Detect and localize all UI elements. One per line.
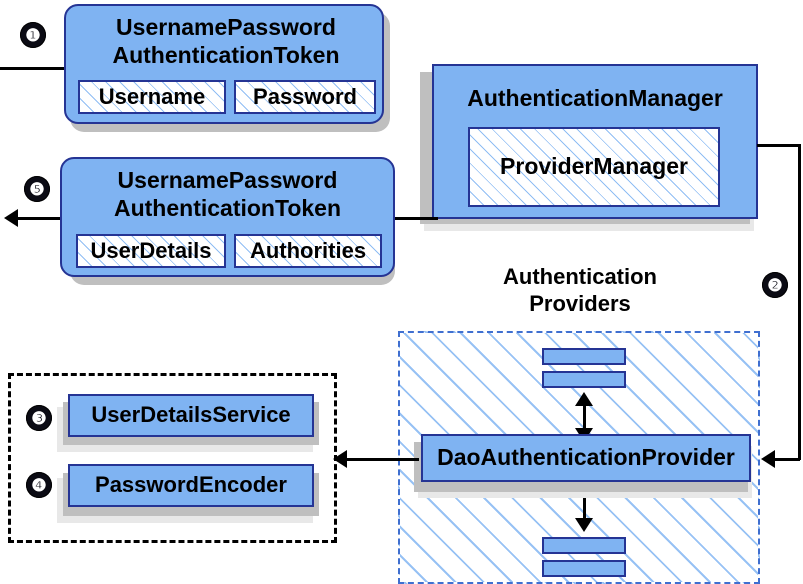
step-marker-3: ❸ xyxy=(26,405,52,431)
arrowhead-provider-stack-top-up xyxy=(575,392,593,406)
connector-provider-to-services xyxy=(347,458,419,461)
step-marker-5: ❺ xyxy=(24,176,50,202)
arrowhead-response-out xyxy=(4,209,18,227)
connector-provider-stack-top xyxy=(583,400,586,438)
response-token-title-line1: UsernamePassword xyxy=(117,167,338,193)
provider-manager-node: ProviderManager xyxy=(468,127,720,207)
step-marker-1: ❶ xyxy=(20,22,46,48)
provider-bar-top-1 xyxy=(542,348,626,365)
arrowhead-provider-stack-bottom-down xyxy=(575,518,593,532)
connector-manager-to-provider-v xyxy=(798,144,801,460)
user-details-service-node: UserDetailsService xyxy=(68,394,314,437)
user-details-service-label: UserDetailsService xyxy=(91,402,291,428)
dao-provider-node: DaoAuthenticationProvider xyxy=(421,434,751,482)
request-token-field-password-label: Password xyxy=(253,83,357,109)
response-token-field-userdetails: UserDetails xyxy=(76,234,226,268)
step-marker-2: ❷ xyxy=(762,272,788,298)
request-token-title-line1: UsernamePassword xyxy=(116,14,336,40)
request-token-field-username-label: Username xyxy=(98,83,206,109)
services-group-container xyxy=(8,373,337,543)
provider-bar-top-2 xyxy=(542,371,626,388)
provider-bar-bottom-2 xyxy=(542,560,626,577)
request-token-field-password: Password xyxy=(234,80,376,114)
provider-bar-bottom-1 xyxy=(542,537,626,554)
auth-manager-title: AuthenticationManager xyxy=(467,85,723,111)
password-encoder-label: PasswordEncoder xyxy=(95,472,287,498)
response-token-field-authorities-label: Authorities xyxy=(249,237,367,263)
arrowhead-into-dao-provider xyxy=(761,450,775,468)
providers-group-title-line1: Authentication xyxy=(503,264,657,289)
connector-manager-to-provider-h2 xyxy=(775,458,800,461)
request-token-node: UsernamePassword AuthenticationToken xyxy=(64,4,384,124)
password-encoder-node: PasswordEncoder xyxy=(68,464,314,507)
response-token-field-userdetails-label: UserDetails xyxy=(90,237,212,263)
provider-manager-label: ProviderManager xyxy=(500,153,688,180)
response-token-field-authorities: Authorities xyxy=(234,234,382,268)
step-marker-4: ❹ xyxy=(26,472,52,498)
dao-provider-label: DaoAuthenticationProvider xyxy=(437,444,735,471)
connector-manager-to-provider-h1 xyxy=(757,144,800,147)
request-token-field-username: Username xyxy=(78,80,226,114)
response-token-title-line2: AuthenticationToken xyxy=(113,195,341,221)
providers-group-title-line2: Providers xyxy=(529,291,631,316)
request-token-title-line2: AuthenticationToken xyxy=(112,42,340,68)
connector-provider-stack-bottom xyxy=(583,490,586,528)
